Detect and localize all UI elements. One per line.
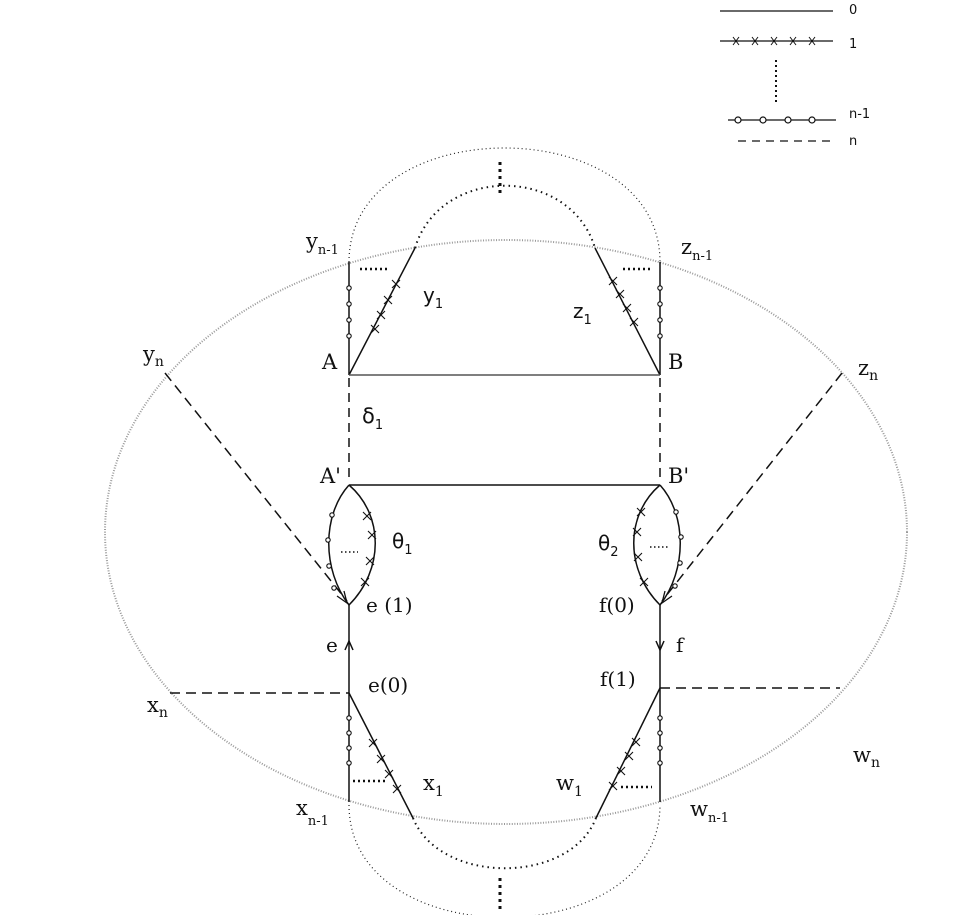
edge-e0-x1: [348, 692, 414, 819]
label-A-prime: A': [319, 464, 341, 488]
label-e: e: [326, 633, 338, 657]
label-xn: xn: [147, 693, 168, 721]
theta2-left-arc: [633, 484, 661, 606]
label-e1: e (1): [366, 593, 413, 617]
label-yn1: yn-1: [305, 229, 339, 258]
label-w1: w1: [556, 771, 583, 800]
label-delta1: δ1: [362, 404, 383, 433]
bottom-outer-arc: [348, 804, 661, 915]
label-B-prime: B': [668, 464, 689, 488]
arrow-e: [344, 639, 354, 651]
legend-label-1: 1: [849, 37, 857, 52]
label-f1: f(1): [600, 667, 636, 691]
marks: [325, 276, 684, 794]
label-y1: y1: [423, 283, 443, 312]
label-wn1: wn-1: [690, 797, 729, 826]
top-inner-arc: [414, 184, 596, 249]
label-zn1: zn-1: [681, 235, 713, 264]
edge-B-z1: [594, 247, 661, 376]
legend-label-0: 0: [849, 3, 857, 18]
arrow-f: [655, 640, 665, 652]
label-xn1: xn-1: [296, 796, 329, 829]
label-theta2: θ2: [598, 531, 619, 560]
top-outer-arc: [348, 147, 661, 263]
outer-ellipse: [104, 239, 908, 825]
edge-A-y1: [348, 247, 416, 376]
legend: [720, 10, 836, 142]
arrowhead-zn: [660, 590, 673, 605]
label-yn: yn: [142, 342, 164, 370]
label-x1: x1: [423, 771, 444, 800]
legend-label-n1: n-1: [849, 107, 870, 122]
edge-f1-w1: [595, 687, 661, 819]
edge-zn-f0: [661, 372, 843, 602]
edge-yn-e1: [164, 372, 348, 602]
legend-crosses: [732, 36, 816, 46]
arrowhead-yn: [336, 590, 349, 605]
label-wn: wn: [853, 743, 880, 771]
label-f0: f(0): [599, 593, 635, 617]
legend-circles: [734, 116, 816, 124]
label-e0: e(0): [368, 673, 408, 697]
label-A: A: [321, 350, 338, 374]
label-z1: z1: [573, 299, 592, 328]
label-f: f: [676, 633, 685, 657]
legend-label-n: n: [849, 134, 857, 149]
label-theta1: θ1: [392, 529, 413, 558]
bottom-inner-arc: [412, 817, 597, 870]
label-zn: zn: [858, 356, 878, 384]
theta1-right-arc: [348, 484, 376, 606]
label-B: B: [668, 350, 683, 374]
